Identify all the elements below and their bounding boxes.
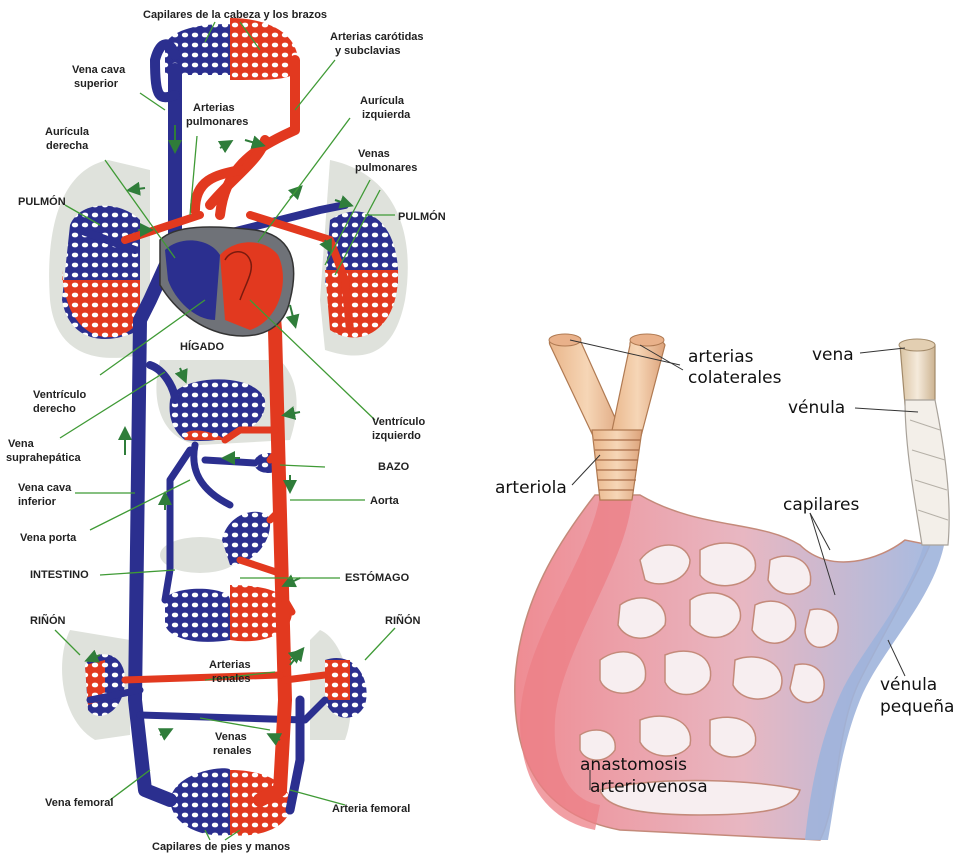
label-anastomosis-1: anastomosis — [580, 755, 687, 775]
label-vena-cava-superior-1: Vena cava — [72, 64, 126, 76]
label-ventriculo-derecho-1: Ventrículo — [33, 389, 86, 401]
label-rinon-izq: RIÑÓN — [30, 614, 66, 627]
label-vena-cava-superior-2: superior — [74, 78, 119, 90]
head-capillaries — [165, 18, 298, 80]
label-vena-femoral: Vena femoral — [45, 797, 113, 809]
label-vena: vena — [812, 345, 854, 365]
microcirculation-diagram: arterias colaterales vena vénula arterio… — [495, 334, 954, 840]
label-y-subclavias: y subclavias — [335, 45, 400, 57]
label-vena-suprahepatica-2: suprahepática — [6, 452, 81, 464]
label-arterias-carotidas: Arterias carótidas — [330, 31, 424, 43]
label-arterias-renales-1: Arterias — [209, 659, 251, 671]
label-vena-porta: Vena porta — [20, 532, 77, 544]
label-arterias-pulmonares-2: pulmonares — [186, 116, 248, 128]
label-arteria-femoral: Arteria femoral — [332, 803, 410, 815]
label-venas-pulmonares-1: Venas — [358, 148, 390, 160]
label-ventriculo-derecho-2: derecho — [33, 403, 76, 415]
label-venula: vénula — [788, 398, 845, 418]
label-venula-pequena-2: pequeña — [880, 697, 954, 717]
label-capilares-pies: Capilares de pies y manos — [152, 841, 290, 853]
label-intestino: INTESTINO — [30, 569, 89, 581]
left-lung-capillaries — [62, 206, 140, 339]
label-capilares: capilares — [783, 495, 859, 515]
label-auricula-derecha-2: derecha — [46, 140, 89, 152]
label-arteriola: arteriola — [495, 478, 567, 498]
label-vena-cava-inferior-2: inferior — [18, 496, 57, 508]
label-auricula-izquierda-2: izquierda — [362, 109, 411, 121]
label-venula-pequena-1: vénula — [880, 675, 937, 695]
label-higado: HÍGADO — [180, 340, 224, 353]
label-pulmon-izq: PULMÓN — [18, 195, 66, 208]
label-vena-suprahepatica-1: Vena — [8, 438, 35, 450]
label-pulmon-der: PULMÓN — [398, 210, 446, 223]
label-colaterales: colaterales — [688, 368, 782, 388]
label-venas-renales-1: Venas — [215, 731, 247, 743]
label-ventriculo-izquierdo-2: izquierdo — [372, 430, 421, 442]
stomach-capillaries — [222, 512, 270, 565]
label-venas-renales-2: renales — [213, 745, 252, 757]
right-kidney-capillaries — [325, 658, 367, 718]
label-bazo: BAZO — [378, 461, 410, 473]
label-anastomosis-2: arteriovenosa — [590, 777, 708, 797]
label-auricula-derecha-1: Aurícula — [45, 126, 90, 138]
label-auricula-izquierda-1: Aurícula — [360, 95, 405, 107]
label-vena-cava-inferior-1: Vena cava — [18, 482, 72, 494]
label-arterias: arterias — [688, 347, 754, 367]
label-arterias-pulmonares-1: Arterias — [193, 102, 235, 114]
systemic-circulation-diagram: Capilares de la cabeza y los brazos Arte… — [6, 9, 446, 853]
label-aorta: Aorta — [370, 495, 400, 507]
label-ventriculo-izquierdo-1: Ventrículo — [372, 416, 425, 428]
vein-venule — [899, 339, 949, 545]
label-venas-pulmonares-2: pulmonares — [355, 162, 417, 174]
label-capilares-cabeza: Capilares de la cabeza y los brazos — [143, 9, 327, 21]
intestine-capillaries — [165, 585, 292, 642]
heart — [160, 227, 294, 336]
label-rinon-der: RIÑÓN — [385, 614, 421, 627]
label-arterias-renales-2: renales — [212, 673, 251, 685]
label-estomago: ESTÓMAGO — [345, 571, 410, 584]
arteriole — [592, 430, 642, 500]
feet-capillaries — [170, 768, 291, 835]
